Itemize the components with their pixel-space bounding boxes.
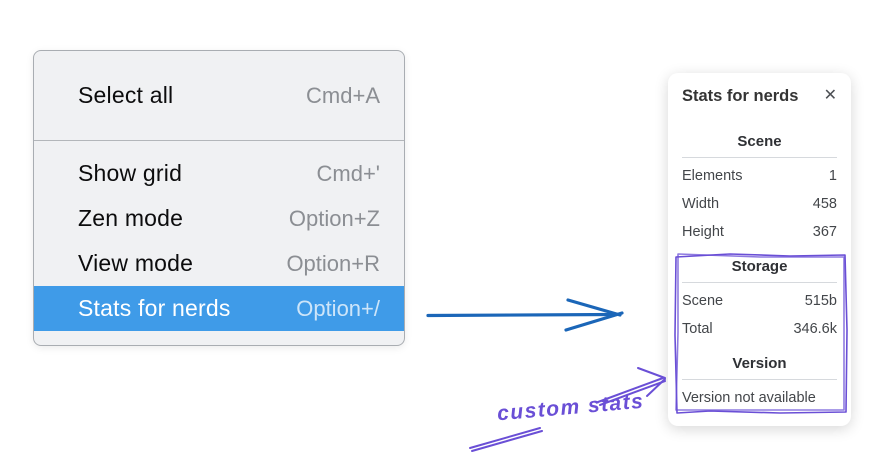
divider	[682, 157, 837, 158]
stats-panel-header: Stats for nerds ✕	[682, 85, 837, 107]
menu-item-label: Select all	[78, 82, 174, 108]
menu-separator	[34, 140, 404, 141]
stat-value: 515b	[804, 293, 837, 309]
stat-label: Total	[682, 321, 713, 337]
stat-value: 458	[812, 196, 837, 212]
stats-panel: Stats for nerds ✕ Scene Elements 1 Width…	[668, 73, 851, 426]
version-note: Version not available	[682, 390, 816, 406]
divider	[682, 379, 837, 380]
annotation-label: custom stats	[496, 389, 646, 426]
menu-item-shortcut: Option+R	[286, 250, 380, 276]
section-heading-scene: Scene	[737, 133, 782, 150]
section-heading-storage: Storage	[731, 258, 788, 275]
storage-rows: Scene 515b Total 346.6k	[682, 287, 837, 343]
menu-group-top: Select all Cmd+A	[34, 51, 404, 140]
menu-item-stats-for-nerds[interactable]: Stats for nerds Option+/	[34, 286, 404, 331]
context-menu: Select all Cmd+A Show grid Cmd+' Zen mod…	[33, 50, 405, 346]
menu-item-shortcut: Option+/	[296, 295, 380, 321]
menu-item-label: View mode	[78, 250, 194, 276]
menu-item-select-all[interactable]: Select all Cmd+A	[34, 73, 404, 118]
menu-item-label: Zen mode	[78, 205, 184, 231]
menu-item-label: Stats for nerds	[78, 295, 231, 321]
stat-row-scene-storage: Scene 515b	[682, 287, 837, 315]
section-heading-version: Version	[732, 355, 787, 372]
pointer-arrow-icon	[426, 298, 624, 332]
stat-label: Width	[682, 196, 720, 212]
stat-label: Elements	[682, 168, 743, 184]
stat-value: 1	[828, 168, 837, 184]
stat-row-total-storage: Total 346.6k	[682, 315, 837, 343]
stat-value: 346.6k	[793, 321, 837, 337]
menu-item-show-grid[interactable]: Show grid Cmd+'	[34, 151, 404, 196]
menu-item-shortcut: Cmd+A	[306, 82, 380, 108]
menu-group-bottom: Show grid Cmd+' Zen mode Option+Z View m…	[34, 141, 404, 345]
stat-value: 367	[812, 224, 837, 240]
stat-label: Height	[682, 224, 724, 240]
menu-item-shortcut: Option+Z	[288, 205, 380, 231]
menu-item-zen-mode[interactable]: Zen mode Option+Z	[34, 196, 404, 241]
menu-item-label: Show grid	[78, 160, 183, 186]
stat-label: Scene	[682, 293, 724, 309]
stats-panel-title: Stats for nerds	[682, 86, 799, 105]
stat-row-elements: Elements 1	[682, 162, 837, 190]
stat-row-height: Height 367	[682, 218, 837, 246]
stat-row-width: Width 458	[682, 190, 837, 218]
scene-rows: Elements 1 Width 458 Height 367	[682, 162, 837, 246]
menu-item-shortcut: Cmd+'	[316, 160, 381, 186]
divider	[682, 282, 837, 283]
close-icon[interactable]: ✕	[823, 87, 837, 104]
menu-item-view-mode[interactable]: View mode Option+R	[34, 241, 404, 286]
